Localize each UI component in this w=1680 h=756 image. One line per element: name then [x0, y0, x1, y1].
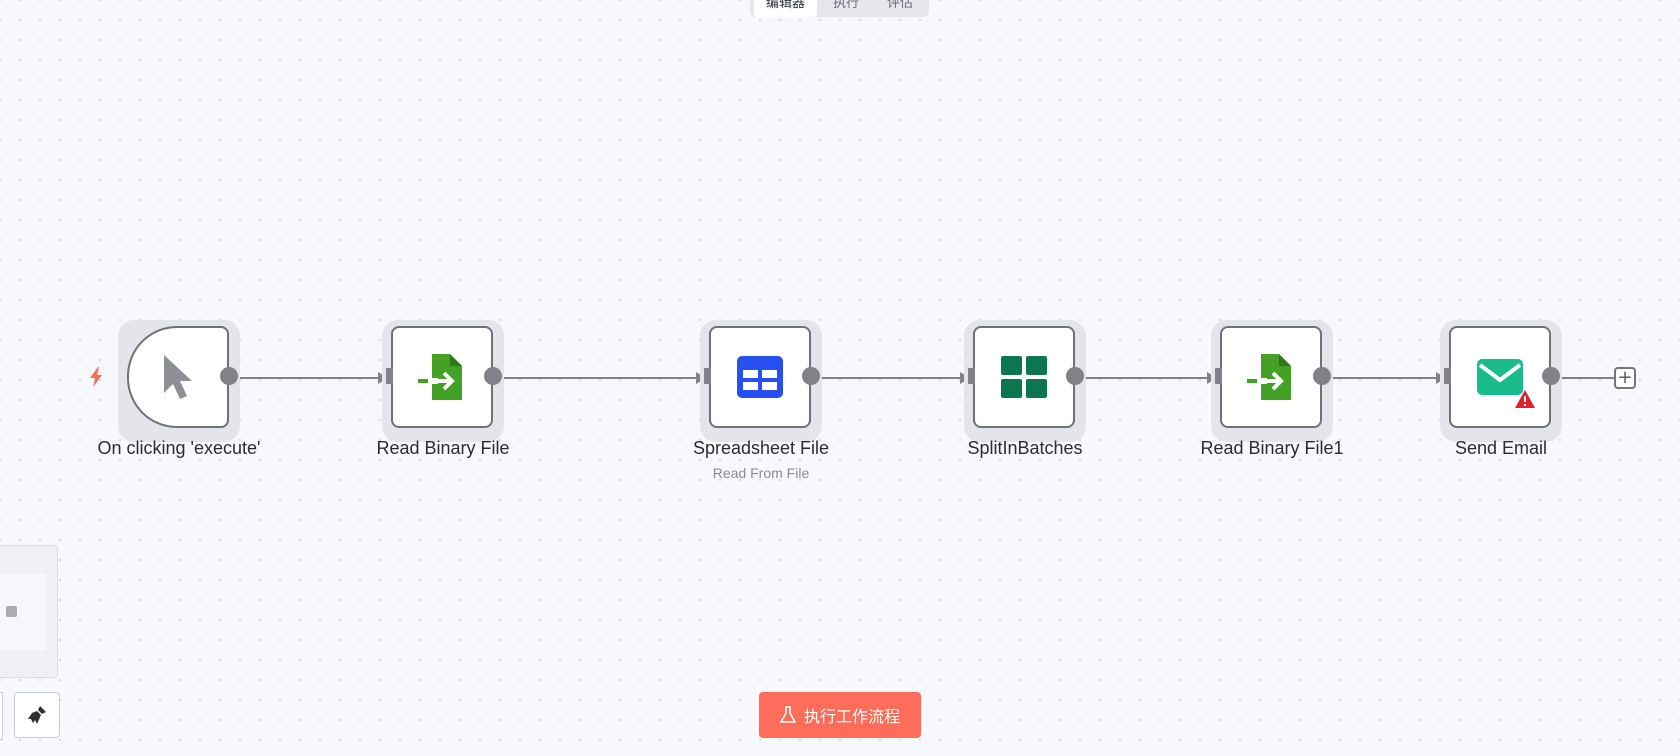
tab-evaluations[interactable]: 评估	[887, 0, 914, 11]
file-import-icon	[418, 354, 462, 400]
output-handle[interactable]	[484, 367, 502, 385]
node-body[interactable]	[973, 326, 1075, 428]
table-icon	[737, 356, 783, 398]
node-subtitle: Read From File	[712, 465, 810, 481]
clear-execution-button[interactable]	[14, 692, 60, 738]
broom-icon	[28, 706, 46, 724]
input-handle[interactable]	[386, 368, 393, 384]
trigger-bolt-icon	[90, 367, 102, 387]
tab-executions[interactable]: 执行	[833, 0, 860, 11]
output-handle[interactable]	[1313, 367, 1331, 385]
node-body[interactable]	[127, 326, 229, 428]
node-label: Send Email	[1454, 438, 1548, 458]
node-label: Read Binary File	[376, 438, 510, 458]
file-import-icon	[1247, 354, 1291, 400]
node-body[interactable]	[391, 326, 493, 428]
input-handle[interactable]	[1444, 368, 1451, 384]
node-split-in-batches[interactable]: SplitInBatches	[964, 320, 1086, 458]
tab-editor[interactable]: 编辑器	[754, 0, 818, 17]
node-spreadsheet-file[interactable]: Spreadsheet File Read From File	[693, 320, 829, 481]
node-send-email[interactable]: Send Email	[1440, 320, 1562, 458]
node-label: Spreadsheet File	[692, 438, 830, 458]
node-label: SplitInBatches	[967, 438, 1083, 458]
output-handle[interactable]	[220, 367, 238, 385]
execute-workflow-label: 执行工作流程	[803, 707, 900, 726]
input-handle[interactable]	[968, 368, 975, 384]
node-body[interactable]	[1220, 326, 1322, 428]
node-body[interactable]	[709, 326, 811, 428]
output-handle[interactable]	[1542, 367, 1560, 385]
node-body[interactable]	[1449, 326, 1551, 428]
view-tabs: 编辑器 执行 评估	[750, 0, 930, 17]
output-handle[interactable]	[802, 367, 820, 385]
mouse-pointer-icon	[164, 355, 192, 399]
panel-item-marker[interactable]	[6, 606, 17, 617]
node-label: Read Binary File1	[1200, 438, 1344, 458]
output-handle[interactable]	[1066, 367, 1084, 385]
envelope-icon	[1477, 359, 1523, 395]
grid-icon	[1001, 356, 1047, 398]
add-node-button[interactable]: +	[1614, 367, 1636, 389]
zoom-button[interactable]	[0, 692, 3, 740]
node-read-binary-file[interactable]: Read Binary File	[376, 320, 510, 458]
warning-icon[interactable]	[1515, 390, 1535, 408]
node-label: On clicking 'execute'	[97, 438, 261, 458]
node-read-binary-file1[interactable]: Read Binary File1	[1200, 320, 1344, 458]
input-handle[interactable]	[1215, 368, 1222, 384]
input-handle[interactable]	[704, 368, 711, 384]
node-manual-trigger[interactable]: On clicking 'execute'	[98, 320, 260, 458]
flask-icon	[780, 706, 796, 723]
execute-workflow-button[interactable]: 执行工作流程	[759, 692, 921, 738]
